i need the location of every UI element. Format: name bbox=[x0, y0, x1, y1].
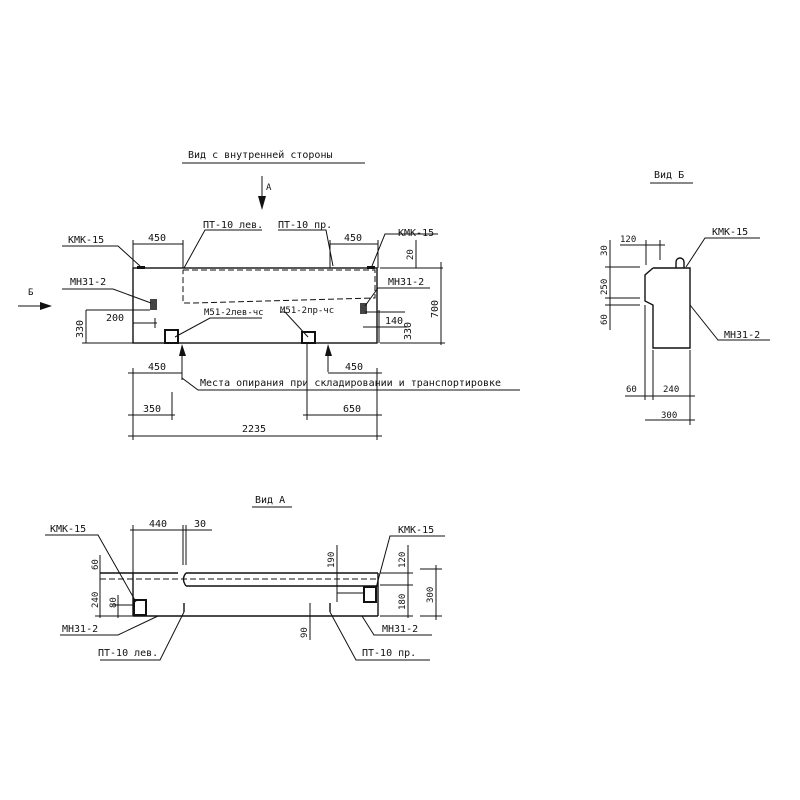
view-a-dim-90: 90 bbox=[300, 627, 310, 638]
kmk-loop-left bbox=[137, 266, 145, 269]
dim-2235: 2235 bbox=[242, 424, 266, 435]
view-b-kmk-label: КМК-15 bbox=[712, 227, 748, 238]
dim-140: 140 bbox=[385, 316, 403, 327]
view-b-dimension-lines bbox=[605, 240, 695, 421]
view-a-dim-80: 80 bbox=[109, 597, 119, 608]
arrow-a-label: А bbox=[266, 183, 272, 193]
block-outline bbox=[132, 267, 378, 344]
view-a-title: Вид А bbox=[255, 495, 285, 506]
main-view: Вид с внутренней стороны А Б КМК-15 КМК-… bbox=[18, 149, 520, 440]
view-b-dim-120: 120 bbox=[620, 235, 636, 245]
dim-450-top-left: 450 bbox=[148, 233, 166, 244]
view-a-plate-left bbox=[133, 599, 147, 616]
view-a-dim-440: 440 bbox=[149, 519, 167, 530]
dimension-lines bbox=[82, 240, 445, 440]
dim-700: 700 bbox=[430, 300, 441, 318]
view-b-section bbox=[644, 267, 691, 349]
view-a-dim-300: 300 bbox=[426, 587, 436, 603]
view-a: Вид А КМК-15 КМК-15 МН31-2 МН31-2 ПТ-10 … bbox=[45, 495, 445, 661]
arrow-b-icon bbox=[18, 302, 52, 310]
view-b-dim-60-horizontal: 60 bbox=[626, 385, 637, 395]
kmk-right-label: КМК-15 bbox=[398, 228, 434, 239]
recess-hidden-line bbox=[182, 269, 376, 304]
view-b-dim-300: 300 bbox=[661, 411, 677, 421]
view-a-plate-right bbox=[363, 586, 377, 603]
mn31-left-label: МН31-2 bbox=[70, 277, 106, 288]
view-a-dim-180: 180 bbox=[398, 594, 408, 610]
view-a-dim-30: 30 bbox=[194, 519, 206, 530]
dim-200: 200 bbox=[106, 313, 124, 324]
view-a-kmk-left-label: КМК-15 bbox=[50, 524, 86, 535]
view-b-dim-30: 30 bbox=[600, 245, 610, 256]
view-a-pt-right-label: ПТ-10 пр. bbox=[362, 648, 416, 659]
m51-left-label: М51-2лев-чс bbox=[204, 308, 264, 318]
support-note: Места опирания при складировании и транс… bbox=[200, 378, 501, 389]
dim-450-bottom-left: 450 bbox=[148, 362, 166, 373]
view-b-title: Вид Б bbox=[654, 170, 684, 181]
dim-350: 350 bbox=[143, 404, 161, 415]
dim-650: 650 bbox=[343, 404, 361, 415]
view-a-pt-left-label: ПТ-10 лев. bbox=[98, 648, 158, 659]
support-arrow-right-icon bbox=[325, 344, 332, 372]
view-a-mn-right-label: МН31-2 bbox=[382, 624, 418, 635]
main-view-title: Вид с внутренней стороны bbox=[188, 149, 333, 161]
m51-plate-right bbox=[301, 331, 316, 344]
arrow-b-label: Б bbox=[28, 288, 33, 298]
view-a-mn-left-label: МН31-2 bbox=[62, 624, 98, 635]
dim-20: 20 bbox=[406, 249, 416, 260]
dim-330-right: 330 bbox=[403, 322, 414, 340]
m51-right-label: М51-2пр-чс bbox=[280, 306, 334, 316]
mn31-plate-right bbox=[360, 303, 367, 314]
view-b-dim-60-vertical: 60 bbox=[600, 314, 610, 325]
view-b: Вид Б КМК-15 МН31-2 120 30 250 60 60 240… bbox=[600, 170, 770, 425]
kmk-left-label: КМК-15 bbox=[68, 235, 104, 246]
support-arrow-left-icon bbox=[179, 344, 186, 380]
kmk-loop-right bbox=[367, 266, 375, 269]
m51-plate-left bbox=[164, 329, 179, 344]
view-a-dimension-lines bbox=[95, 525, 442, 640]
dim-450-bottom-right: 450 bbox=[345, 362, 363, 373]
view-b-mn-label: МН31-2 bbox=[724, 330, 760, 341]
view-a-kmk-right-label: КМК-15 bbox=[398, 525, 434, 536]
view-b-dim-250: 250 bbox=[600, 279, 610, 295]
view-b-dim-240: 240 bbox=[663, 385, 679, 395]
pt-left-label: ПТ-10 лев. bbox=[203, 220, 263, 231]
mn31-plate-left bbox=[150, 299, 157, 310]
mn31-right-label: МН31-2 bbox=[388, 277, 424, 288]
arrow-a-icon bbox=[258, 176, 266, 210]
pt-right-label: ПТ-10 пр. bbox=[278, 220, 332, 231]
view-a-dim-120: 120 bbox=[398, 552, 408, 568]
dim-330-left: 330 bbox=[75, 320, 86, 338]
view-a-dim-190: 190 bbox=[327, 552, 337, 568]
dim-450-top-right: 450 bbox=[344, 233, 362, 244]
kmk-loop-icon bbox=[675, 257, 685, 268]
view-a-dim-240: 240 bbox=[91, 592, 101, 608]
view-a-dim-60: 60 bbox=[91, 559, 101, 570]
